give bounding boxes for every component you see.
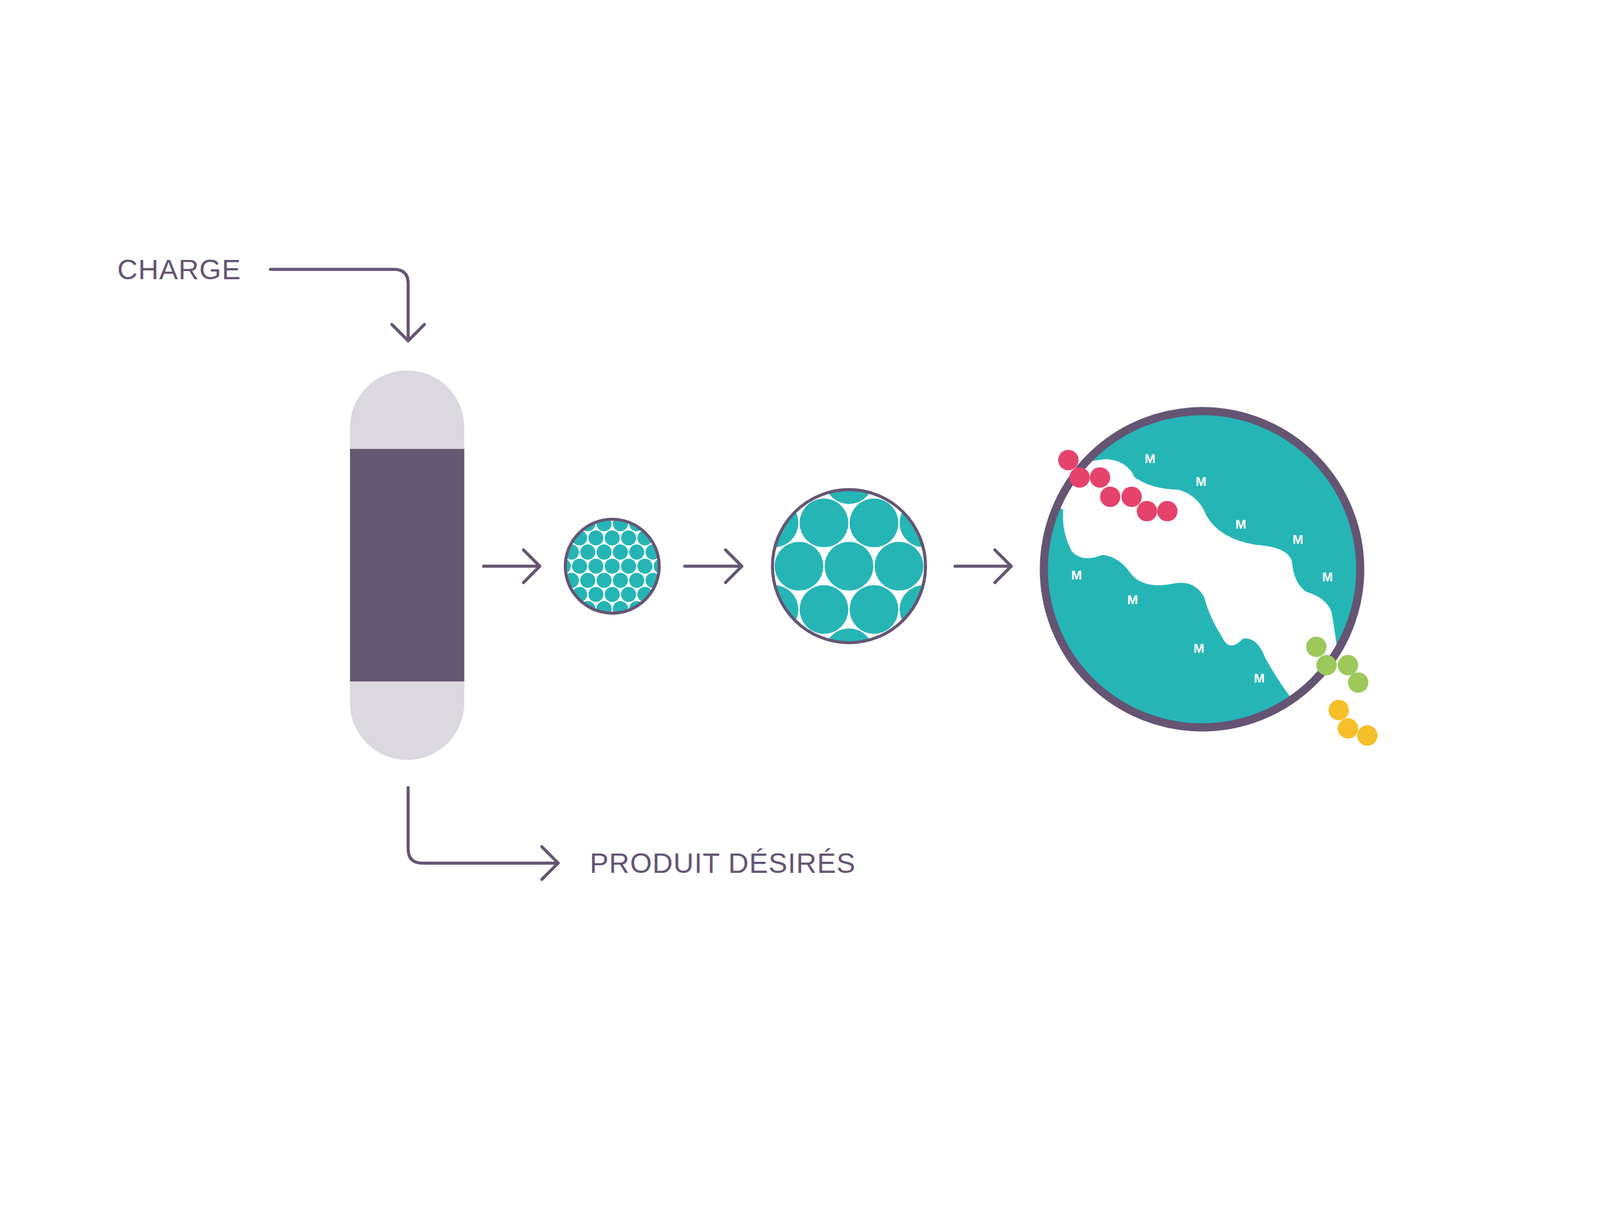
zoom-arrow: [955, 549, 1012, 583]
grain: [749, 498, 799, 548]
metal-site-label: M: [1195, 474, 1207, 490]
grain: [749, 585, 799, 634]
grain: [924, 542, 974, 591]
feed-line: [270, 269, 409, 341]
grain: [724, 628, 774, 678]
metal-site-label: M: [1193, 641, 1205, 657]
grain: [620, 530, 637, 546]
stream-label: CHARGE: [117, 253, 241, 286]
grain: [547, 516, 563, 532]
grain: [653, 615, 669, 631]
grain: [628, 544, 645, 560]
grain: [580, 572, 596, 588]
flow-arrows: [270, 269, 1012, 880]
grain: [572, 502, 588, 518]
grain: [824, 542, 874, 591]
grain: [547, 601, 563, 617]
grain: [661, 544, 678, 560]
grain: [661, 601, 678, 617]
grain: [899, 585, 949, 634]
grain: [924, 628, 974, 678]
grain: [588, 587, 604, 603]
grain: [596, 544, 613, 560]
grain: [555, 530, 572, 546]
metal-site-label: M: [1322, 569, 1333, 586]
grain: [637, 502, 653, 518]
arrow-head: [391, 324, 425, 341]
grain: [572, 615, 588, 631]
grain: [604, 615, 621, 631]
grain: [604, 502, 621, 518]
grain: [824, 628, 874, 678]
grain: [547, 544, 563, 560]
metal-site-label: M: [1071, 568, 1082, 584]
grain: [799, 585, 849, 634]
grain: [580, 544, 596, 560]
grain: [637, 558, 653, 574]
metal-site-label: M: [1292, 532, 1304, 548]
reactor-column: [350, 370, 465, 761]
catalyst-bed-zoom: [547, 502, 678, 631]
grain: [612, 544, 628, 560]
grain: [588, 558, 604, 574]
grain: [899, 498, 949, 548]
grain: [604, 558, 621, 574]
grain: [563, 516, 580, 532]
grain: [874, 542, 923, 591]
grain: [645, 516, 661, 532]
pellet-zoom: [724, 455, 974, 678]
grain: [661, 572, 678, 588]
grain: [620, 587, 637, 603]
grain: [849, 585, 899, 634]
molecules: [1058, 450, 1378, 747]
grain: [724, 455, 774, 505]
stream-label: PRODUIT DÉSIRÉS: [589, 847, 856, 880]
grain: [653, 502, 669, 518]
grain: [555, 502, 572, 518]
metal-site-label: M: [1144, 451, 1155, 467]
grain: [849, 498, 899, 548]
grain: [555, 615, 572, 631]
grain: [661, 516, 678, 532]
grain: [555, 558, 572, 574]
grain: [653, 530, 669, 546]
zoom-arrow: [483, 549, 540, 583]
grain: [724, 542, 774, 591]
grain: [612, 572, 628, 588]
grain: [774, 542, 824, 591]
grain: [563, 601, 580, 617]
grain: [547, 572, 563, 588]
grain: [572, 558, 588, 574]
grain: [637, 615, 653, 631]
grain: [645, 601, 661, 617]
grain: [604, 530, 621, 546]
arrow-head: [541, 846, 559, 880]
grain: [799, 498, 849, 548]
grain: [588, 502, 604, 518]
zoom-arrow: [684, 549, 743, 583]
grain: [628, 572, 645, 588]
product-line: [408, 787, 559, 864]
grain: [653, 587, 669, 603]
metal-site-label: M: [1235, 517, 1247, 533]
metal-site-label: M: [1253, 671, 1265, 687]
grain: [555, 587, 572, 603]
grain: [620, 502, 637, 518]
grain: [620, 615, 637, 631]
grain: [824, 455, 874, 505]
grain: [596, 572, 613, 588]
grain: [620, 558, 637, 574]
grain: [588, 615, 604, 631]
grain: [604, 587, 621, 603]
pore-zoom: [1030, 411, 1361, 728]
grain: [653, 558, 669, 574]
grain: [588, 530, 604, 546]
grain: [924, 455, 974, 505]
metal-site-label: M: [1127, 592, 1138, 608]
